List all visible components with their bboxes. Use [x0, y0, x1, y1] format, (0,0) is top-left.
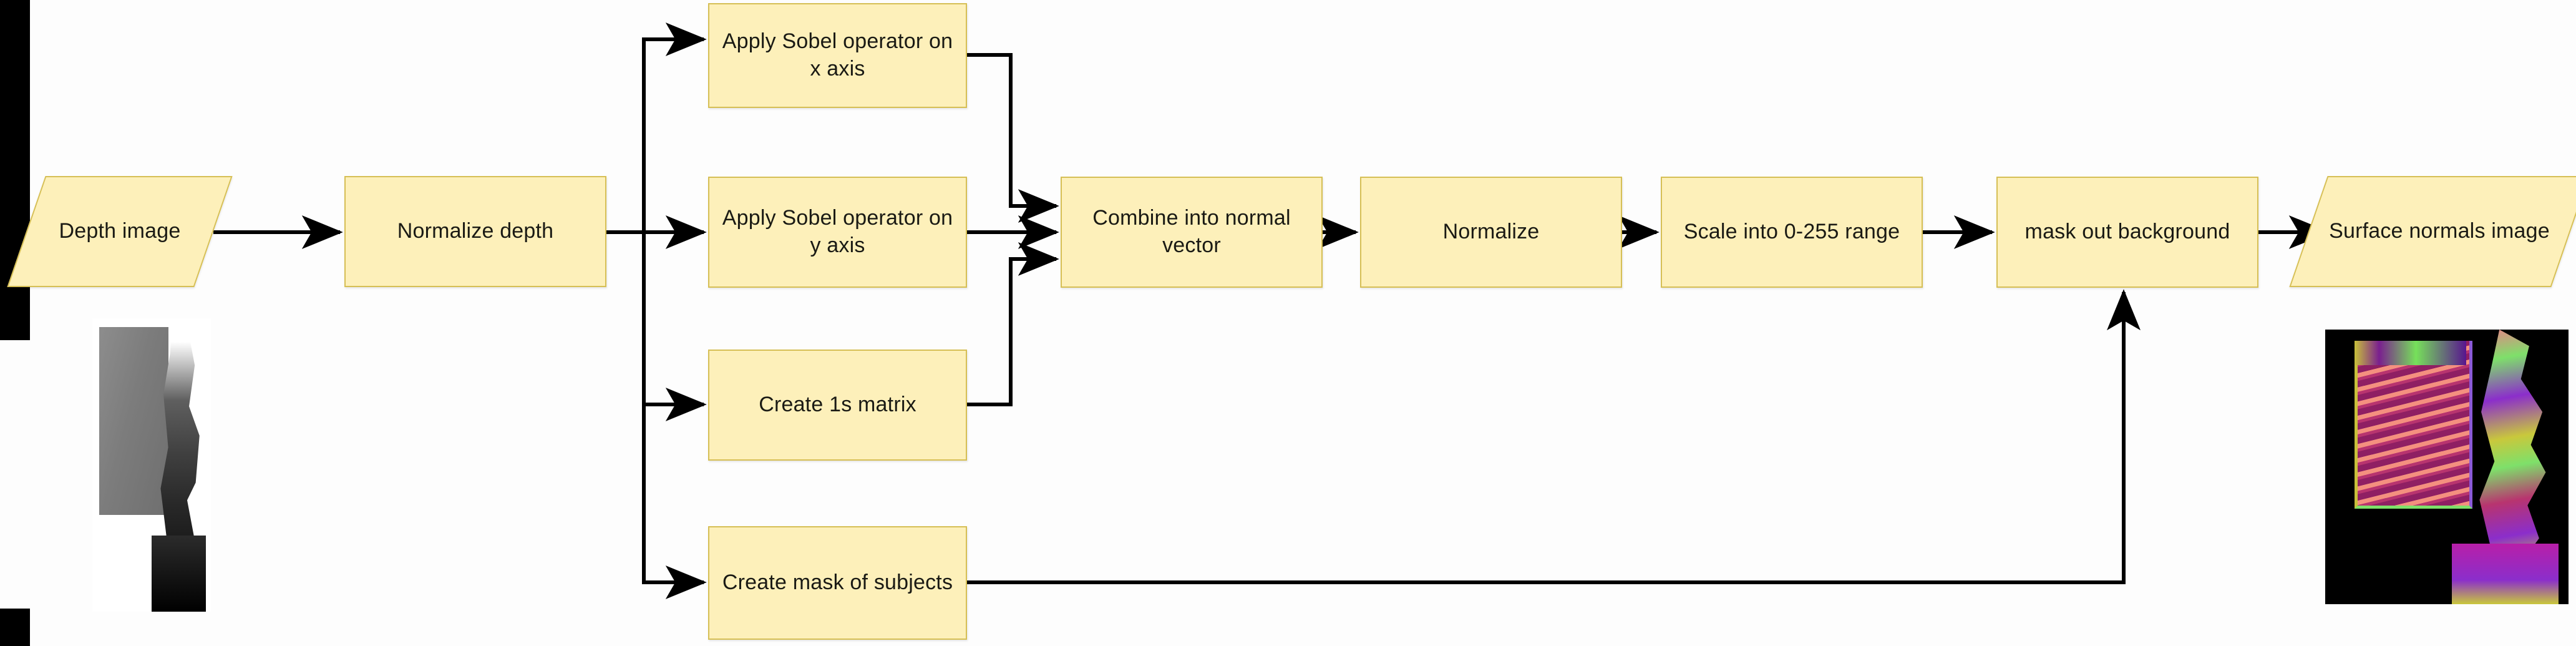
node-sobel-y[interactable]: Apply Sobel operator on y axis	[708, 177, 967, 288]
node-label: Surface normals image	[2329, 219, 2550, 243]
node-label: Create mask of subjects	[722, 570, 953, 595]
node-label: Normalize	[1442, 220, 1540, 244]
normals-foreground-region	[2451, 544, 2559, 604]
node-label: Apply Sobel operator on y axis	[722, 206, 953, 257]
depth-plate-region	[99, 327, 168, 515]
normals-plate-top-edge	[2354, 340, 2467, 366]
left-black-bar-top	[0, 0, 30, 340]
node-scale-range[interactable]: Scale into 0-255 range	[1661, 177, 1923, 288]
edge-mask-subjects-to-mask-background	[967, 289, 2141, 584]
node-label: Create 1s matrix	[759, 393, 916, 417]
node-surface-normals-image[interactable]: Surface normals image	[2289, 176, 2576, 287]
node-label: Depth image	[59, 219, 181, 243]
node-mask-subjects[interactable]: Create mask of subjects	[708, 526, 967, 640]
node-label: Combine into normal vector	[1092, 206, 1291, 257]
edge-normalize-to-mask-subjects	[642, 232, 707, 599]
edge-normalize-to-sobel-x	[606, 22, 707, 234]
node-label: mask out background	[2024, 220, 2230, 244]
left-black-bar-bottom	[0, 609, 30, 646]
depth-foreground-region	[152, 535, 207, 612]
edge-normalize-to-ones-matrix	[642, 232, 707, 421]
node-combine-normal-vector[interactable]: Combine into normal vector	[1061, 177, 1323, 288]
depth-image-thumbnail	[92, 318, 211, 612]
node-label: Scale into 0-255 range	[1683, 220, 1900, 244]
node-sobel-x[interactable]: Apply Sobel operator on x axis	[708, 3, 967, 108]
node-depth-image[interactable]: Depth image	[7, 176, 233, 287]
node-normalize[interactable]: Normalize	[1360, 177, 1622, 288]
node-label: Normalize depth	[397, 219, 554, 243]
node-label: Apply Sobel operator on x axis	[722, 29, 953, 81]
edge-ones-matrix-to-combine	[967, 242, 1059, 406]
edge-sobel-x-to-combine	[967, 53, 1059, 223]
node-normalize-depth[interactable]: Normalize depth	[344, 176, 606, 287]
node-mask-out-background[interactable]: mask out background	[1996, 177, 2258, 288]
normals-plate-region	[2354, 340, 2473, 509]
node-ones-matrix[interactable]: Create 1s matrix	[708, 350, 967, 461]
surface-normals-thumbnail	[2325, 330, 2569, 604]
